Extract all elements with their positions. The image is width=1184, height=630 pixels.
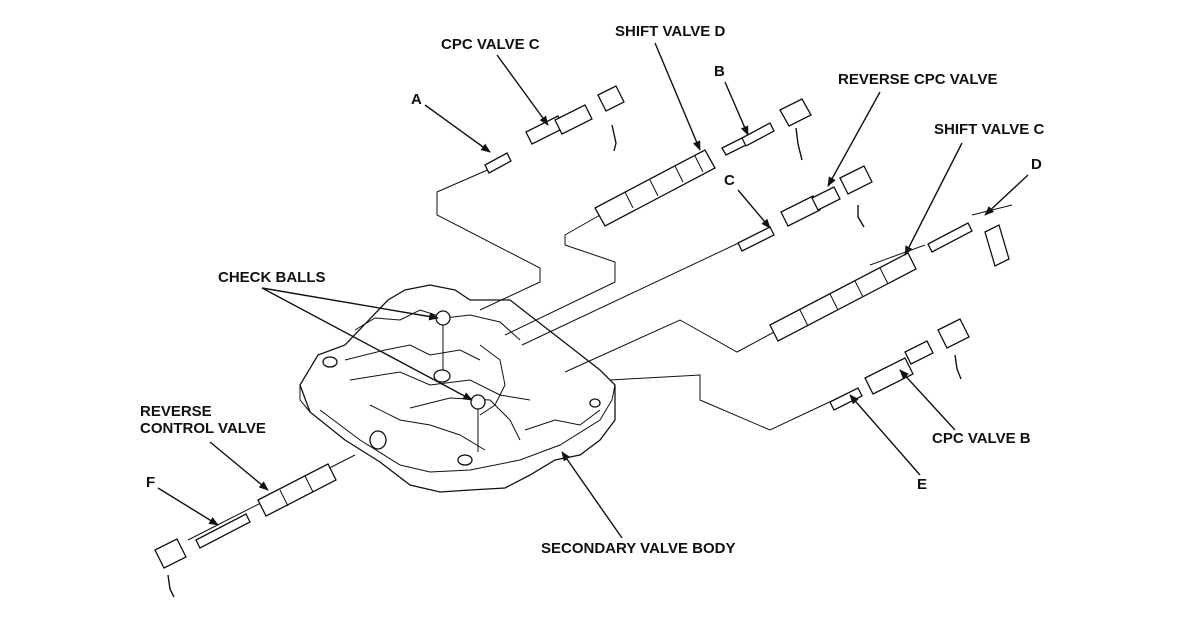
label-reverse-control-valve-line2: CONTROL VALVE [140, 420, 266, 437]
check-ball-2 [470, 394, 486, 410]
shift-valve-d-assembly [594, 98, 812, 227]
callout-a: A [411, 91, 422, 108]
callout-d: D [1031, 156, 1042, 173]
label-shift-valve-c: SHIFT VALVE C [934, 121, 1044, 138]
callout-f: F [146, 474, 155, 491]
callout-e: E [917, 476, 927, 493]
spring-c [737, 226, 775, 252]
label-cpc-valve-c: CPC VALVE C [441, 36, 540, 53]
label-reverse-control-valve-line1: REVERSE [140, 403, 212, 420]
callout-c: C [724, 172, 735, 189]
label-reverse-cpc-valve: REVERSE CPC VALVE [838, 71, 997, 88]
label-shift-valve-d: SHIFT VALVE D [615, 23, 725, 40]
check-balls [435, 310, 486, 452]
cpc-valve-b-assembly [829, 318, 970, 411]
reverse-cpc-valve-assembly [737, 165, 873, 252]
spring-d [927, 222, 973, 253]
label-check-balls: CHECK BALLS [218, 269, 326, 286]
cpc-valve-c-assembly [484, 85, 625, 174]
callout-b: B [714, 63, 725, 80]
shift-valve-c-assembly [769, 204, 1013, 342]
labels: CPC VALVE C SHIFT VALVE D REVERSE CPC VA… [140, 23, 1044, 557]
label-cpc-valve-b: CPC VALVE B [932, 430, 1031, 447]
spring-f [195, 513, 251, 549]
reverse-control-valve-assembly [154, 463, 337, 598]
spring-e [829, 387, 863, 411]
leader-lines [157, 42, 1029, 539]
label-secondary-valve-body: SECONDARY VALVE BODY [541, 540, 735, 557]
check-ball-1 [435, 310, 451, 326]
spring-a [484, 152, 512, 174]
